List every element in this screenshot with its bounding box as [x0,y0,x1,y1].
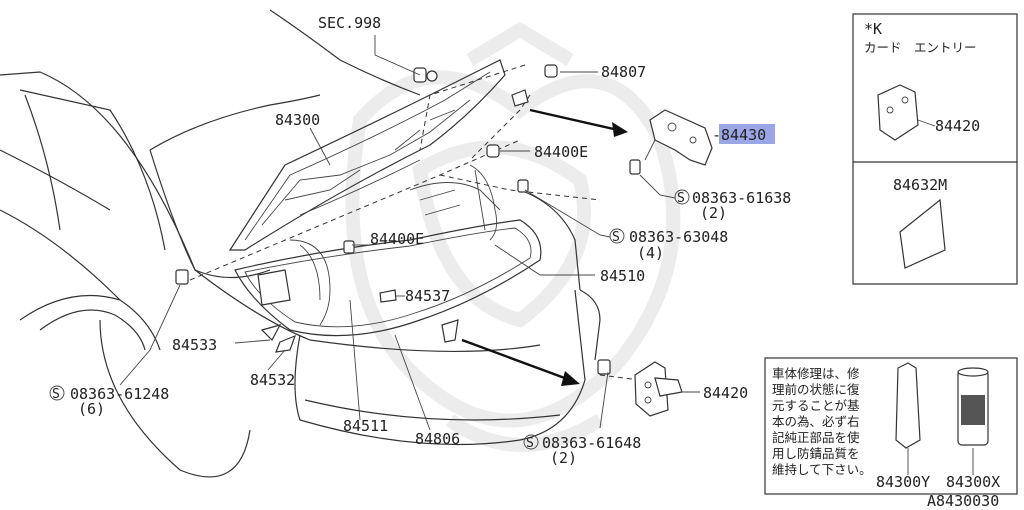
note-line: 維持して下さい。 [772,462,872,477]
label-84510: 84510 [600,267,645,285]
trunk-opening [234,164,542,337]
label-84806: 84806 [415,430,460,448]
label-bolt-61648: 08363-61648 [542,434,641,452]
label-84430: -84430 [712,126,766,144]
label-sec998: SEC.998 [318,14,381,32]
label-bolt-63048: 08363-63048 [629,228,728,246]
note-line: 記純正部品を使 [772,430,860,445]
inset-title: *K [864,20,882,38]
label-84511: 84511 [343,417,388,435]
label-84400e-mid: 84400E [370,230,424,248]
s-mark: S [612,230,620,245]
label-bolt-61248: 08363-61248 [70,385,169,403]
trunk-lid [228,59,506,251]
watermark [345,21,681,452]
label-84300: 84300 [275,111,320,129]
repair-note-box [764,357,1018,495]
card-entry-inset [852,13,1018,285]
small-parts [175,64,641,375]
note-line: 用し防錆品質を [772,446,860,461]
s-mark: S [677,191,685,206]
bolt-markers [49,189,690,450]
label-bolt-63048-qty: (4) [637,244,664,262]
inset-part-84632m: 84632M [893,176,947,194]
diagram-code: A8430030 [927,492,999,510]
label-bolt-61248-qty: (6) [78,400,105,418]
label-84807: 84807 [601,63,646,81]
label-bolt-61638: 08363-61638 [692,189,791,207]
highlight-84430 [719,124,775,144]
s-mark: S [526,436,534,451]
leader-lines [119,35,700,431]
note-part-84300x: 84300X [946,473,1000,491]
note-line: 車体修理は、修 [772,366,860,381]
label-84400e-top: 84400E [534,143,588,161]
label-bolt-61648-qty: (2) [550,449,577,467]
arrows [461,108,628,386]
lock-84430 [644,109,713,166]
label-bolt-61638-qty: (2) [700,204,727,222]
inset-subtitle: カード エントリー [864,40,977,55]
note-line: 本の為、必ず右 [772,414,860,429]
s-mark: S [52,387,60,402]
hinge-84420 [634,361,683,417]
label-84532: 84532 [250,371,295,389]
inset-part-84420: 84420 [935,117,980,135]
label-84420-main: 84420 [703,384,748,402]
label-84537: 84537 [405,287,450,305]
reference-lines [189,64,641,381]
label-84533: 84533 [172,336,217,354]
note-line: 元することが基 [772,398,860,413]
car-body [0,9,601,478]
note-line: 理前の状態に復 [772,382,860,397]
note-part-84300y: 84300Y [876,473,930,491]
